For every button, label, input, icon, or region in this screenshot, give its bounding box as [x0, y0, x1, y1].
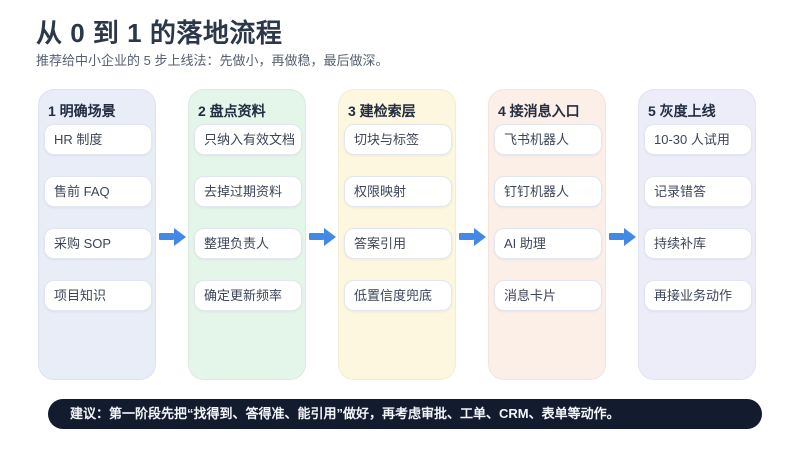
- flow-arrow-cell: [606, 89, 638, 380]
- step-column-1: 1 明确场景 HR 制度 售前 FAQ 采购 SOP 项目知识: [38, 89, 156, 380]
- step-5-item: 持续补库: [644, 228, 752, 259]
- step-column-4: 4 接消息入口 飞书机器人 钉钉机器人 AI 助理 消息卡片: [488, 89, 606, 380]
- step-5-title: 5 灰度上线: [648, 103, 716, 119]
- step-1-item: 采购 SOP: [44, 228, 152, 259]
- step-column-3: 3 建检索层 切块与标签 权限映射 答案引用 低置信度兜底: [338, 89, 456, 380]
- step-2-item: 确定更新频率: [194, 280, 302, 311]
- step-2-item: 整理负责人: [194, 228, 302, 259]
- step-column-5: 5 灰度上线 10-30 人试用 记录错答 持续补库 再接业务动作: [638, 89, 756, 380]
- arrow-right-icon: [608, 227, 636, 246]
- step-3-item: 权限映射: [344, 176, 452, 207]
- step-3-item: 低置信度兜底: [344, 280, 452, 311]
- step-4-item: 消息卡片: [494, 280, 602, 311]
- flow-arrow-cell: [156, 89, 188, 380]
- step-3-item: 切块与标签: [344, 124, 452, 155]
- arrow-right-icon: [308, 227, 336, 246]
- page-title: 从 0 到 1 的落地流程: [36, 18, 283, 48]
- flow-diagram: 1 明确场景 HR 制度 售前 FAQ 采购 SOP 项目知识 2 盘点资料 只…: [38, 89, 756, 380]
- step-3-item: 答案引用: [344, 228, 452, 259]
- step-1-item: 项目知识: [44, 280, 152, 311]
- page-subtitle: 推荐给中小企业的 5 步上线法：先做小，再做稳，最后做深。: [36, 53, 389, 68]
- step-1-title: 1 明确场景: [48, 103, 116, 119]
- page-header: 从 0 到 1 的落地流程 推荐给中小企业的 5 步上线法：先做小，再做稳，最后…: [36, 17, 388, 69]
- step-2-item: 去掉过期资料: [194, 176, 302, 207]
- step-5-item: 再接业务动作: [644, 280, 752, 311]
- arrow-right-icon: [458, 227, 486, 246]
- step-2-title: 2 盘点资料: [198, 103, 266, 119]
- step-3-title: 3 建检索层: [348, 103, 416, 119]
- step-4-item: AI 助理: [494, 228, 602, 259]
- flow-arrow-cell: [306, 89, 338, 380]
- step-4-title: 4 接消息入口: [498, 103, 580, 119]
- flow-arrow-cell: [456, 89, 488, 380]
- step-4-item: 飞书机器人: [494, 124, 602, 155]
- advice-banner: 建议：第一阶段先把“找得到、答得准、能引用”做好，再考虑审批、工单、CRM、表单…: [48, 399, 762, 429]
- step-5-item: 记录错答: [644, 176, 752, 207]
- step-4-item: 钉钉机器人: [494, 176, 602, 207]
- step-1-item: 售前 FAQ: [44, 176, 152, 207]
- step-column-2: 2 盘点资料 只纳入有效文档 去掉过期资料 整理负责人 确定更新频率: [188, 89, 306, 380]
- step-5-item: 10-30 人试用: [644, 124, 752, 155]
- step-1-item: HR 制度: [44, 124, 152, 155]
- step-2-item: 只纳入有效文档: [194, 124, 302, 155]
- arrow-right-icon: [158, 227, 186, 246]
